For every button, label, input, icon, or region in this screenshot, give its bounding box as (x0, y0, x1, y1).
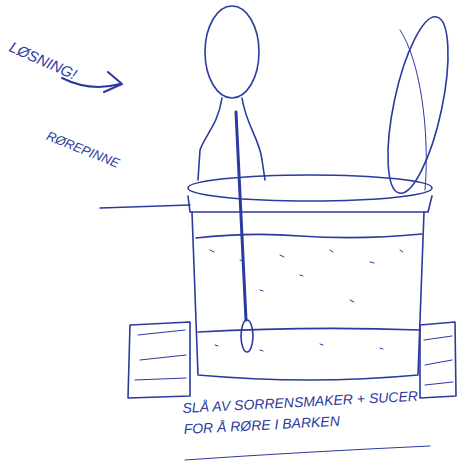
cup-rim-band (188, 196, 432, 212)
cup-lid (376, 12, 460, 198)
cup-rim (188, 175, 432, 201)
pointer-arrowhead (104, 72, 122, 92)
leader-line (100, 205, 190, 208)
stirrer-label: RØREPINNE (44, 128, 122, 172)
liquid-level (196, 234, 422, 238)
stirrer-tip (241, 320, 253, 352)
note-underline (185, 446, 430, 460)
right-support (420, 322, 456, 398)
holder-head (205, 6, 259, 98)
left-support (128, 322, 190, 398)
solution-note: LØSNING! (6, 38, 79, 84)
lid-edge (400, 30, 426, 190)
cup-body (192, 212, 424, 380)
left-support-hatch (135, 330, 186, 380)
right-support-hatch (424, 336, 453, 385)
bottom-layer (198, 328, 420, 332)
liquid-dots (210, 250, 403, 302)
stirring-stick (236, 112, 246, 320)
instruction-note: SLÅ AV SORRENSMAKER + SUCER FOR Å RØRE I… (182, 384, 446, 440)
holder-neck (198, 98, 265, 180)
bottom-dots (215, 344, 383, 351)
